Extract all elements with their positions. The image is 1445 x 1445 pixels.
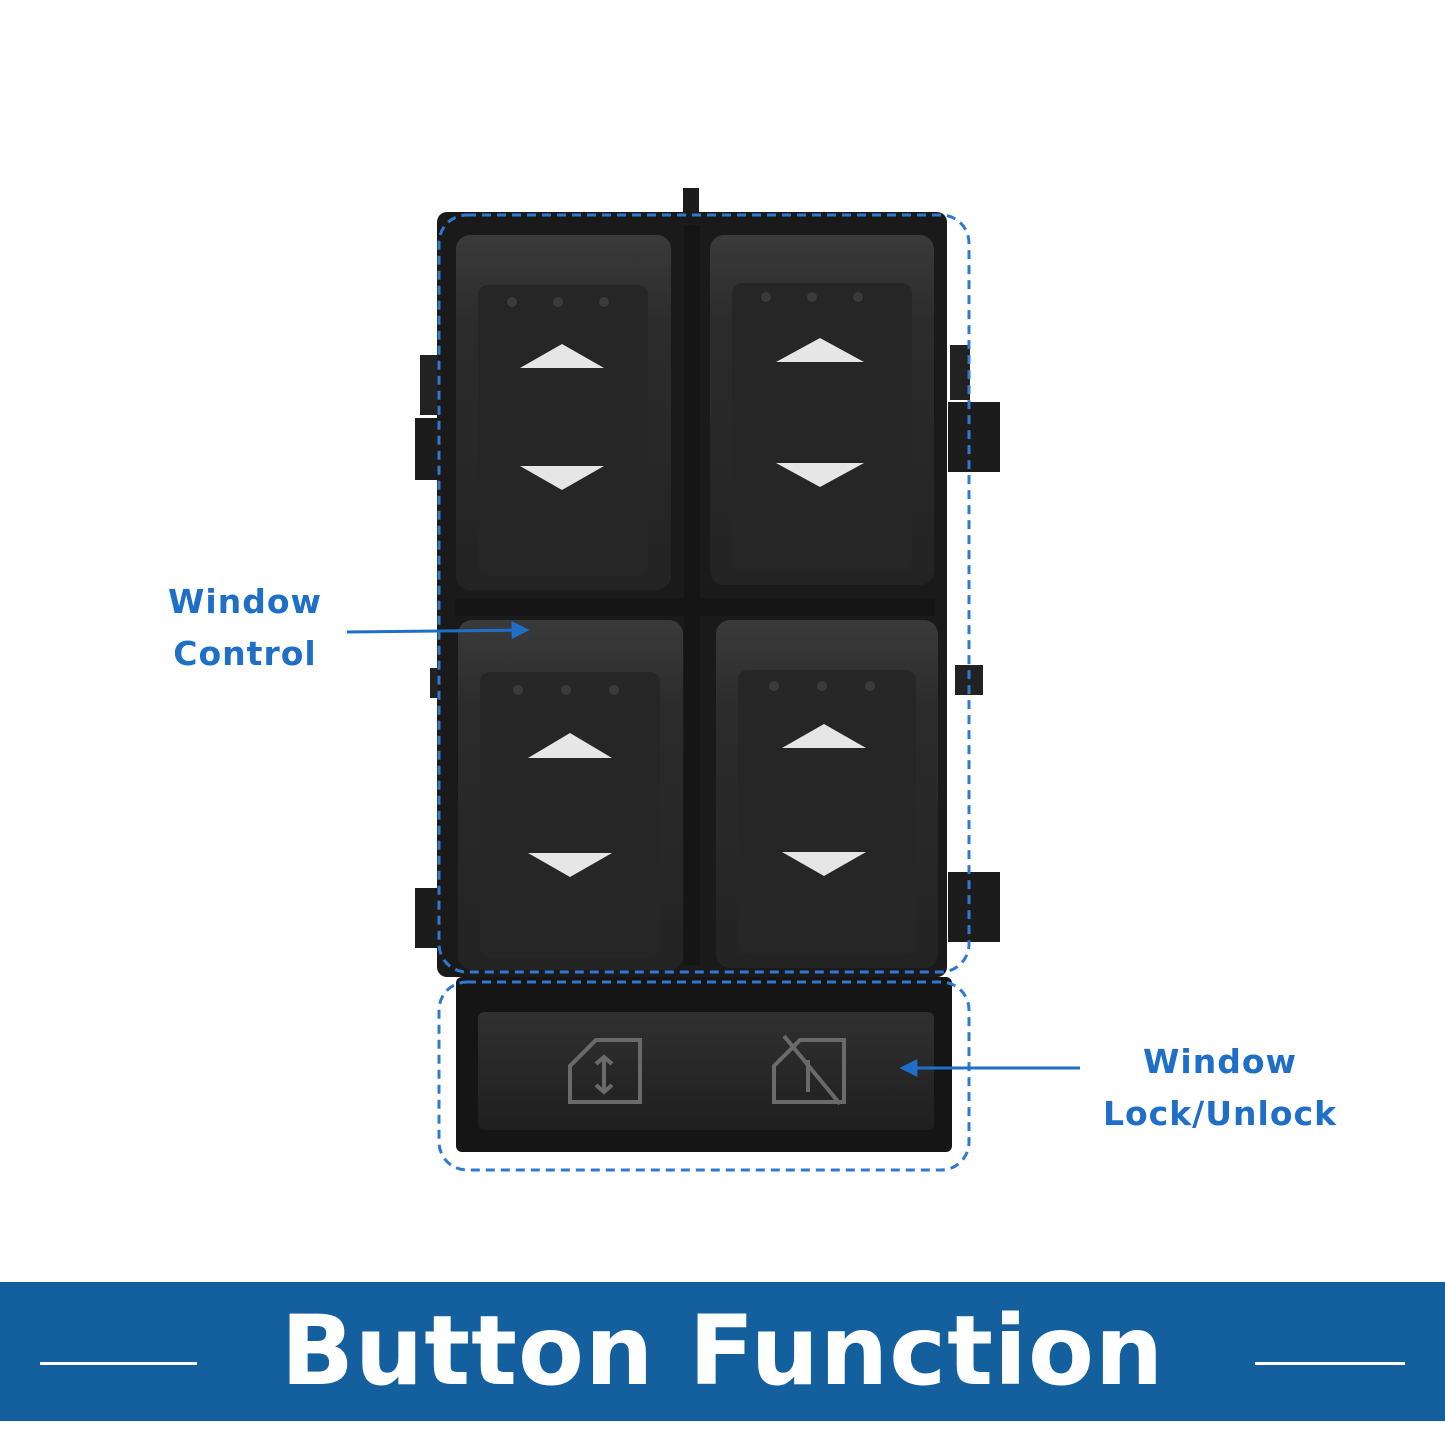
- window-locked-icon: [772, 1034, 846, 1106]
- front-left-rocker[interactable]: [456, 235, 671, 590]
- rear-left-rocker[interactable]: [458, 620, 683, 970]
- down-arrow-icon: [776, 463, 864, 487]
- window-unlocked-icon: [568, 1038, 642, 1104]
- lock-unlock-highlight: [437, 980, 971, 1172]
- lock-unlock-label-line1: Window: [1143, 1042, 1297, 1081]
- title-banner: Button Function: [0, 1282, 1445, 1421]
- banner-title: Button Function: [280, 1295, 1165, 1407]
- banner-rule-right: [1255, 1362, 1405, 1365]
- window-control-highlight: [437, 213, 971, 974]
- up-arrow-icon: [776, 338, 864, 362]
- lock-unlock-label-line2: Lock/Unlock: [1102, 1094, 1338, 1133]
- up-arrow-icon: [520, 344, 604, 368]
- down-arrow-icon: [782, 852, 866, 876]
- up-arrow-icon: [528, 733, 612, 758]
- front-right-rocker[interactable]: [710, 235, 934, 585]
- down-arrow-icon: [520, 466, 604, 490]
- banner-rule-left: [40, 1362, 197, 1365]
- window-control-pointer: [346, 621, 530, 640]
- window-control-label: Window Control: [140, 576, 350, 680]
- window-lock-unlock-label: Window Lock/Unlock: [1070, 1036, 1370, 1140]
- window-lock-button[interactable]: [478, 1012, 934, 1130]
- rear-right-rocker[interactable]: [716, 620, 938, 968]
- up-arrow-icon: [782, 724, 866, 748]
- window-control-label-line1: Window: [168, 582, 322, 621]
- window-control-label-line2: Control: [173, 634, 317, 673]
- down-arrow-icon: [528, 853, 612, 877]
